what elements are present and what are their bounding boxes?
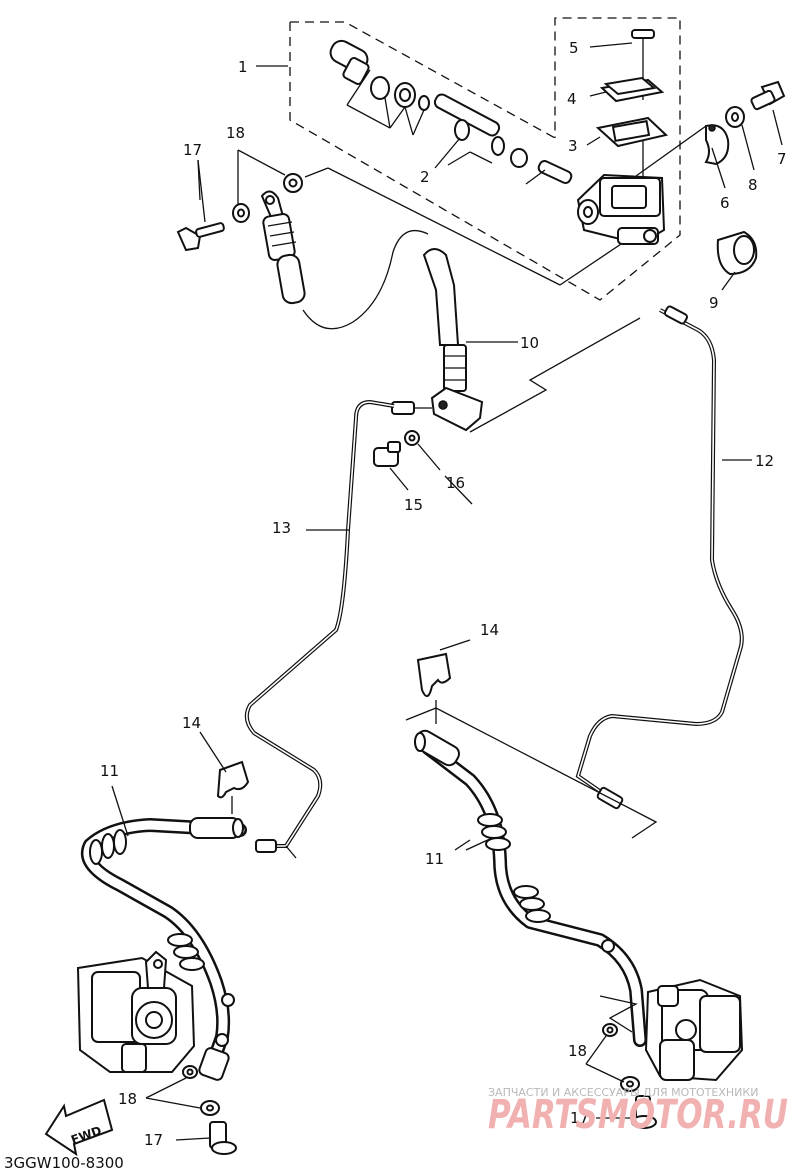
callout-15: 15 <box>404 496 423 514</box>
right-bottom-fasteners <box>585 1023 657 1129</box>
fwd-arrow <box>44 1098 114 1157</box>
callout-18-top: 18 <box>226 124 245 142</box>
callout-8: 8 <box>748 176 758 194</box>
watermark-tagline: ЗАПЧАСТИ И АКСЕССУАРЫ ДЛЯ МОТОТЕХНИКИ <box>488 1086 758 1099</box>
right-hose-ribs <box>477 813 615 953</box>
right-hose-clip-14 <box>405 639 658 839</box>
callout-12: 12 <box>755 452 774 470</box>
callout-5: 5 <box>569 39 579 57</box>
callout-17-right: 17 <box>570 1109 589 1127</box>
callout-2: 2 <box>420 168 430 186</box>
callout-10: 10 <box>520 334 539 352</box>
left-hose-ribs <box>89 829 235 1047</box>
callout-18-right: 18 <box>568 1042 587 1060</box>
watermark-logo-text: PARTSMOTOR.RU <box>488 1092 788 1138</box>
callout-6: 6 <box>720 194 730 212</box>
left-hose-clip-14 <box>199 731 250 814</box>
callout-16: 16 <box>446 474 465 492</box>
banjo-bolt-and-washer <box>373 401 441 491</box>
master-cylinder-holder <box>635 80 786 291</box>
callout-14-right: 14 <box>480 621 499 639</box>
brake-hose-10 <box>422 248 641 433</box>
label-leaders <box>197 65 546 851</box>
brake-pipe-13 <box>244 399 395 859</box>
master-cylinder-piston-kit <box>304 39 637 286</box>
left-bottom-fasteners <box>145 1065 237 1155</box>
callout-labels: 1 2 3 4 5 6 7 8 9 10 11 11 12 13 14 14 1… <box>100 39 787 1149</box>
callout-17-left: 17 <box>144 1131 163 1149</box>
callout-7: 7 <box>777 150 787 168</box>
callout-3: 3 <box>568 137 578 155</box>
drawing-number: 3GGW100-8300 <box>4 1154 124 1172</box>
brake-pipe-12 <box>575 305 752 810</box>
master-cylinder-body <box>576 173 666 246</box>
assembly-outline <box>289 17 681 301</box>
left-brake-hose-11 <box>81 785 247 1081</box>
callout-14-left: 14 <box>182 714 201 732</box>
callout-13: 13 <box>272 519 291 537</box>
reservoir-cap-parts <box>586 29 669 180</box>
callout-11-right: 11 <box>425 850 444 868</box>
callout-9: 9 <box>709 294 719 312</box>
watermark: ЗАПЧАСТИ И АКСЕССУАРЫ ДЛЯ МОТОТЕХНИКИ PA… <box>488 1086 788 1138</box>
right-brake-hose-11 <box>414 729 647 1047</box>
callout-11-left: 11 <box>100 762 119 780</box>
upper-hose-connection <box>176 149 429 330</box>
callout-1: 1 <box>238 58 248 76</box>
upper-hose-sleeve <box>262 213 306 305</box>
callout-18-left: 18 <box>118 1090 137 1108</box>
right-brake-caliper <box>599 978 744 1082</box>
callout-17-top: 17 <box>183 141 202 159</box>
left-brake-caliper <box>76 950 196 1073</box>
callout-4: 4 <box>567 90 577 108</box>
